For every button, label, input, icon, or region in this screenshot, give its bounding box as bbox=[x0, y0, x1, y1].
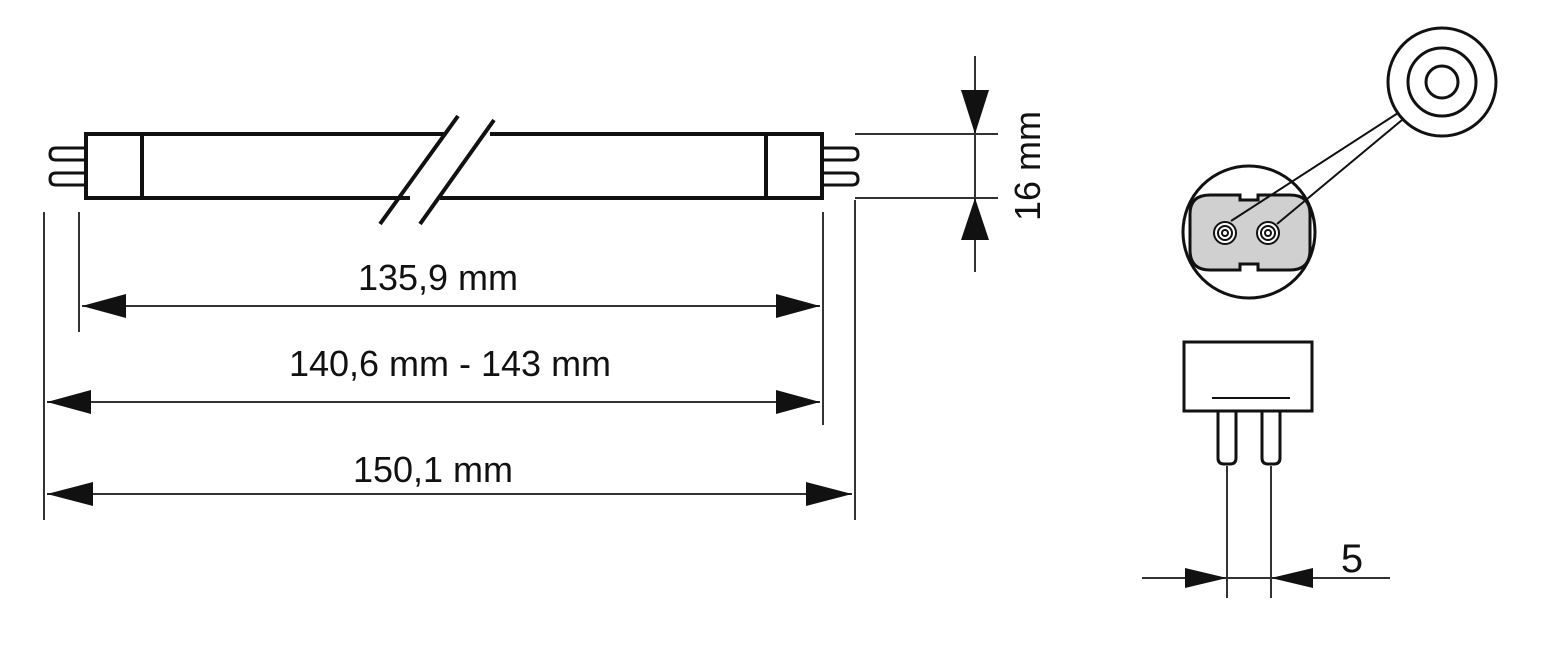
tube-break-mark-left bbox=[378, 114, 460, 226]
socket-face bbox=[1188, 193, 1312, 272]
pin-detail-magnified bbox=[1386, 26, 1498, 138]
dimension-label-a: 135,9 mm bbox=[358, 257, 518, 298]
tube-side-view bbox=[48, 114, 860, 226]
socket-body bbox=[1182, 340, 1314, 413]
pin-right-mid bbox=[1260, 225, 1276, 241]
dimension-line-pin-spacing bbox=[1142, 466, 1390, 598]
dimension-line-c bbox=[47, 482, 852, 506]
pin-left-mid bbox=[1217, 225, 1233, 241]
tube-left-pins bbox=[48, 146, 86, 187]
pin-detail-inner bbox=[1424, 64, 1460, 100]
tube-body-left bbox=[84, 132, 446, 200]
socket-side-view bbox=[1182, 340, 1314, 466]
tube-break-mark-right bbox=[418, 118, 496, 226]
dimension-label-b: 140,6 mm - 143 mm bbox=[289, 343, 611, 384]
tube-right-pins bbox=[822, 146, 860, 187]
socket-side-pin-left bbox=[1216, 411, 1238, 466]
tube-body-right bbox=[440, 132, 824, 200]
dimension-line-b bbox=[47, 390, 820, 414]
dimension-label-pin-spacing: 5 bbox=[1341, 537, 1363, 581]
socket-side-pin-right bbox=[1260, 411, 1282, 466]
dimension-line-diameter bbox=[961, 56, 989, 272]
leader-line-1 bbox=[1230, 112, 1399, 222]
dimension-label-diameter: 16 mm bbox=[1007, 111, 1048, 221]
dimension-line-a bbox=[82, 294, 820, 318]
pin-left-inner bbox=[1221, 229, 1229, 237]
dimension-label-c: 150,1 mm bbox=[353, 449, 513, 490]
socket-outer-circle bbox=[1181, 164, 1317, 300]
leader-line-2 bbox=[1276, 119, 1403, 225]
extension-lines bbox=[43, 133, 998, 520]
pin-right-inner bbox=[1264, 229, 1272, 237]
socket-end-view bbox=[1181, 112, 1403, 300]
